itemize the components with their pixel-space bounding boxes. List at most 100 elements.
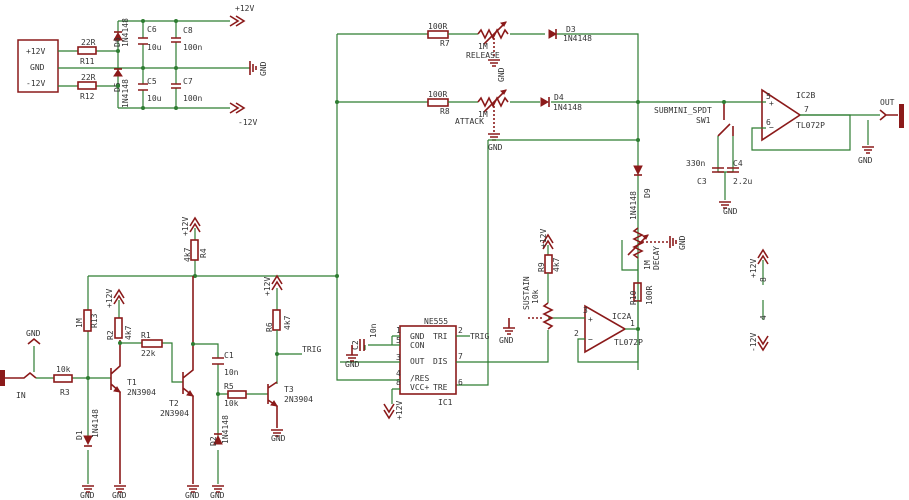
c3-value: 330n — [686, 159, 705, 168]
c7-value: 100n — [183, 94, 202, 103]
r7-label: R7 — [440, 39, 450, 48]
c8-label: C8 — [183, 26, 193, 35]
diode-d5 — [113, 69, 123, 77]
attack-pot-value: 1M — [478, 110, 488, 119]
c1-value: 10n — [224, 368, 239, 377]
r3-label: R3 — [60, 388, 70, 397]
r11-value: 22R — [81, 38, 96, 47]
diode-d3 — [548, 29, 558, 39]
in-label: IN — [16, 391, 26, 400]
ne555-ref: IC1 — [438, 398, 453, 407]
rail-plus12: +12V — [235, 4, 254, 13]
pot-attack — [477, 96, 509, 108]
r2-value: 4k7 — [124, 325, 133, 340]
power-section: +12V GND -12V 22R R11 22R R12 1N4148 D6 … — [17, 4, 268, 127]
ic2a-value: TL072P — [614, 338, 643, 347]
resistor-r12 — [77, 81, 97, 90]
diode-d6 — [113, 31, 123, 41]
ne555-pin3: 3 — [396, 353, 401, 362]
c2-label: C2 — [351, 340, 360, 350]
d4-value: 1N4148 — [553, 103, 582, 112]
t3-gnd: GND — [271, 434, 286, 443]
r13-value: 1M — [75, 318, 84, 328]
r9-value: 4k7 — [552, 257, 561, 272]
ic2-supply: +12V 8 4 -12V — [749, 248, 769, 352]
ne555-gnd: GND — [410, 332, 425, 341]
t1-label: T1 — [127, 378, 137, 387]
d4-label: D4 — [554, 93, 564, 102]
c-gnd: GND — [723, 207, 738, 216]
in-jack — [0, 370, 5, 386]
r5-label: R5 — [224, 382, 234, 391]
sustain-label: SUSTAIN — [522, 276, 531, 310]
ic2a-label: IC2A — [612, 312, 631, 321]
c7-label: C7 — [183, 77, 193, 86]
r3-value: 10k — [56, 365, 71, 374]
c5-value: 10u — [147, 94, 162, 103]
d5-value: 1N4148 — [121, 79, 130, 108]
switch-ref: SW1 — [696, 116, 711, 125]
sustain-vcc: +12V — [539, 229, 548, 248]
c6-label: C6 — [147, 25, 157, 34]
resistor-r4 — [190, 239, 199, 261]
stage3-trig: TRIG — [302, 345, 321, 354]
r6-vcc: +12V — [263, 277, 272, 296]
diode-d9 — [633, 165, 643, 176]
svg-text:+: + — [588, 315, 593, 324]
r1-label: R1 — [141, 331, 151, 340]
ic2a-pin3: 3 — [583, 306, 588, 315]
r9-label: R9 — [537, 262, 546, 272]
ne555-tre: TRE — [433, 383, 448, 392]
power-connector — [17, 39, 59, 93]
out-jack — [899, 104, 904, 128]
sustain-section: +12V R9 4k7 GND SUSTAIN 10k — [499, 229, 561, 345]
decay-pot-value: 1M — [643, 260, 652, 270]
ic2b-pin5: 5 — [766, 92, 771, 101]
d2-gnd: GND — [210, 491, 225, 500]
opamp-ic2a — [584, 304, 627, 354]
ne555-out: OUT — [410, 357, 425, 366]
r10-value: 100R — [645, 286, 654, 305]
resistor-r6 — [272, 309, 281, 331]
r13-label: R13 — [90, 313, 99, 328]
ne555-vcc: VCC+ — [410, 383, 429, 392]
t2-label: T2 — [169, 399, 179, 408]
c3-label: C3 — [697, 177, 707, 186]
release-gnd: GND — [497, 67, 506, 82]
c4-value: 2.2u — [733, 177, 752, 186]
d6-value: 1N4148 — [121, 18, 130, 47]
d1-label: D1 — [75, 430, 84, 440]
rail-minus12: -12V — [238, 118, 257, 127]
diode-d1 — [83, 435, 93, 446]
stage3-section: C1 10n R5 10k D2 1N4148 GND +12V R6 4k7 … — [193, 274, 321, 500]
d9-value: 1N4148 — [629, 191, 638, 220]
resistor-r11 — [77, 46, 97, 55]
release-pot-label: RELEASE — [466, 51, 500, 60]
ne555-pin7: 7 — [458, 352, 463, 361]
ne555-pin5: 5 — [396, 336, 401, 345]
ne555-trig: TRIG — [470, 332, 489, 341]
ne555-pin8: 8 — [396, 378, 401, 387]
r11-label: R11 — [80, 57, 95, 66]
stage2-section: +12V 4k7 R4 +12V R2 4k7 R1 22k T2 2N3904… — [105, 216, 208, 500]
decay-gnd: GND — [678, 235, 687, 250]
t2-gnd: GND — [185, 491, 200, 500]
r6-label: R6 — [265, 322, 274, 332]
ne555-res: /RES — [410, 374, 429, 383]
resistor-r13 — [83, 309, 92, 332]
svg-text:−: − — [769, 123, 774, 132]
d9-label: D9 — [643, 188, 652, 198]
r8-value: 100R — [428, 90, 447, 99]
r5-value: 10k — [224, 399, 239, 408]
resistor-r8 — [427, 98, 449, 107]
opamp-ic2b — [761, 88, 802, 142]
ic2a-pin2: 2 — [574, 329, 579, 338]
transistor-t1 — [110, 340, 121, 484]
transistor-t2 — [182, 276, 194, 484]
d1-value: 1N4148 — [91, 409, 100, 438]
ne555-dis: DIS — [433, 357, 448, 366]
t1-value: 2N3904 — [127, 388, 156, 397]
d1-gnd: GND — [80, 491, 95, 500]
sustain-pot-value: 10k — [531, 289, 540, 304]
